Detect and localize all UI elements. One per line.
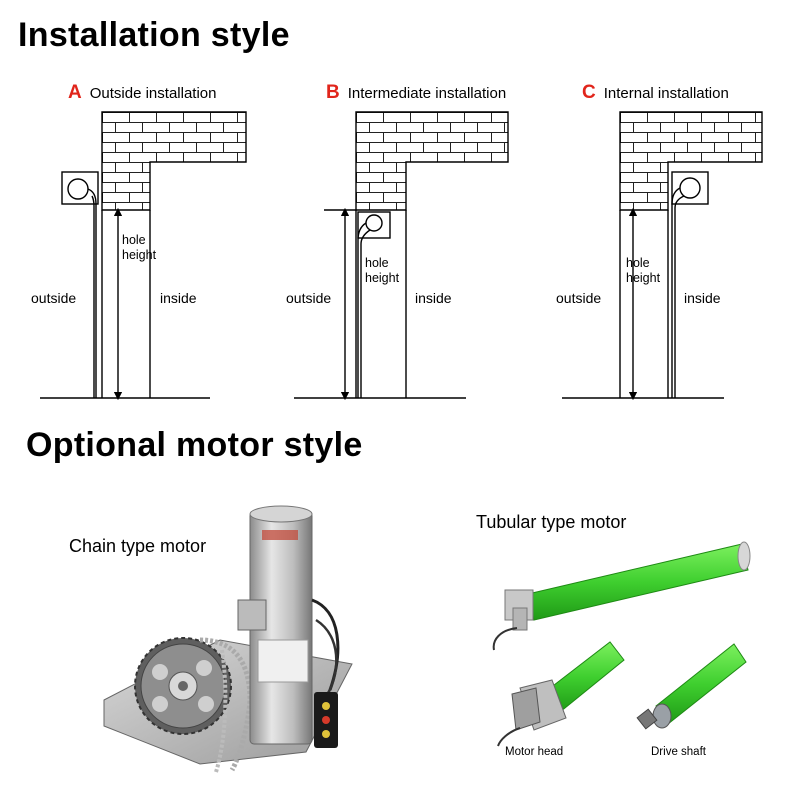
curtain-line-1-b [357, 222, 367, 398]
curtain-line-1-a [87, 188, 97, 398]
hole-height-label-b: hole height [365, 256, 399, 286]
diagram-b [294, 111, 509, 401]
hole-word-a: hole [122, 233, 146, 247]
panel-a-caption: Outside installation [89, 85, 217, 102]
panel-b-letter: B [326, 82, 340, 103]
panel-b-title: B Intermediate installation [326, 82, 506, 104]
panel-c-letter: C [582, 82, 596, 103]
height-word-b: height [365, 271, 400, 285]
brick-lintel-b [355, 111, 509, 211]
diagram-c [562, 111, 763, 401]
chain-motor-label: Chain type motor [69, 536, 207, 556]
hole-word-c: hole [626, 256, 650, 270]
motor-head-caption: Motor head [505, 746, 564, 758]
panel-c-title: C Internal installation [582, 82, 729, 104]
height-word-a: height [122, 248, 157, 262]
drive-shaft-caption: Drive shaft [651, 746, 706, 758]
diagram-a [40, 111, 247, 401]
brick-lintel-a [101, 111, 247, 211]
outside-label-c: outside [556, 290, 602, 306]
curtain-line-2-b [360, 229, 371, 398]
outside-label-a: outside [31, 290, 77, 306]
tubular-motor-label: Tubular type motor [476, 512, 627, 532]
hole-height-label-c: hole height [626, 256, 660, 286]
outside-label-b: outside [286, 290, 332, 306]
roller-box-c [671, 171, 709, 205]
panel-a-title: A Outside installation [68, 82, 216, 104]
curtain-line-2-a [91, 195, 95, 398]
inside-label-c: inside [684, 290, 721, 306]
panel-b-caption: Intermediate installation [347, 85, 507, 102]
height-word-c: height [626, 271, 661, 285]
motor-style-heading: Optional motor style [26, 426, 363, 464]
inside-label-a: inside [160, 290, 197, 306]
hole-word-b: hole [365, 256, 389, 270]
installation-style-heading: Installation style [18, 16, 290, 54]
curtain-line-2-c [674, 195, 685, 398]
inside-label-b: inside [415, 290, 452, 306]
panel-c-caption: Internal installation [603, 85, 729, 102]
curtain-line-1-c [671, 187, 681, 398]
hole-height-label-a: hole height [122, 233, 156, 263]
panel-a-letter: A [68, 82, 82, 103]
